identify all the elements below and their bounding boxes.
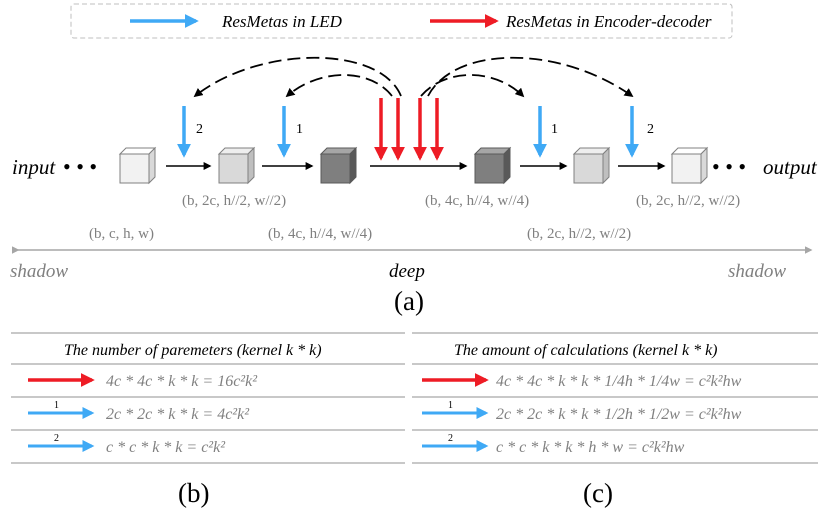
table-c-row-2-formula: 2c * 2c * k * k * 1/2h * 1/2w = c²k²hw bbox=[496, 406, 742, 423]
table-c-header: The amount of calculations (kernel k * k… bbox=[454, 342, 718, 359]
output-dots: • • • bbox=[712, 154, 746, 179]
cube-4-front bbox=[474, 153, 505, 184]
legend-box bbox=[70, 3, 733, 39]
shape-labels: (b, c, h, w) (b, 2c, h//2, w//2) (b, 4c,… bbox=[89, 193, 740, 242]
table-c-rules bbox=[412, 332, 818, 464]
skip-arc-outer-left bbox=[193, 56, 402, 98]
shape-label-6: (b, 2c, h//2, w//2) bbox=[636, 193, 740, 209]
depth-label-left: shadow bbox=[10, 261, 68, 282]
output-label: output bbox=[763, 155, 818, 179]
table-b-row-2-number: 1 bbox=[54, 400, 59, 411]
cube-1 bbox=[118, 146, 157, 185]
cube-5 bbox=[572, 146, 611, 185]
led-arrows bbox=[177, 106, 639, 158]
shape-label-3: (b, 4c, h//4, w//4) bbox=[268, 226, 372, 242]
input-dots: • • • bbox=[63, 154, 97, 179]
table-c-row-3-number: 2 bbox=[448, 433, 453, 444]
table-b-header: The number of paremeters (kernel k * k) bbox=[64, 342, 322, 359]
table-b: The number of paremeters (kernel k * k) … bbox=[11, 332, 405, 464]
skip-arc-inner-right bbox=[420, 74, 525, 98]
table-b-row-3-formula: c * c * k * k = c²k² bbox=[106, 439, 226, 456]
shape-label-5: (b, 2c, h//2, w//2) bbox=[527, 226, 631, 242]
legend: ResMetas in LED ResMetas in Encoder-deco… bbox=[70, 3, 733, 39]
table-c-row-2-number: 1 bbox=[448, 400, 453, 411]
cube-3-side bbox=[349, 146, 357, 185]
table-c-row-1-formula: 4c * 4c * k * k * 1/4h * 1/4w = c²k²hw bbox=[496, 373, 742, 390]
input-label: input bbox=[12, 155, 56, 179]
cube-2-front bbox=[218, 153, 249, 184]
cube-3-front bbox=[320, 153, 351, 184]
table-c: The amount of calculations (kernel k * k… bbox=[412, 332, 818, 464]
led-arrow-1-left-number: 1 bbox=[296, 122, 303, 137]
skip-arc-inner-left bbox=[285, 74, 393, 98]
skip-connections bbox=[193, 56, 634, 98]
cube-5-front bbox=[573, 153, 604, 184]
shape-label-1: (b, c, h, w) bbox=[89, 226, 154, 242]
caption-c: (c) bbox=[583, 478, 613, 508]
cube-5-side bbox=[602, 146, 610, 185]
cube-6 bbox=[670, 146, 709, 185]
cube-6-front bbox=[671, 153, 702, 184]
table-b-rules bbox=[11, 332, 405, 464]
caption-b: (b) bbox=[178, 478, 209, 508]
encdec-arrows bbox=[374, 98, 444, 161]
cube-6-side bbox=[700, 146, 708, 185]
skip-arc-outer-right bbox=[427, 56, 634, 98]
legend-led-label: ResMetas in LED bbox=[221, 12, 343, 31]
cube-1-front bbox=[119, 153, 150, 184]
cube-4 bbox=[473, 146, 512, 185]
cube-1-side bbox=[148, 146, 156, 185]
led-arrow-1-right-number: 1 bbox=[551, 122, 558, 137]
cube-2 bbox=[217, 146, 256, 185]
led-arrow-2-left-number: 2 bbox=[196, 122, 203, 137]
depth-axis: shadow deep shadow bbox=[10, 246, 813, 282]
cube-3 bbox=[319, 146, 358, 185]
depth-label-center: deep bbox=[389, 261, 425, 282]
table-c-row-3-formula: c * c * k * k * h * w = c²k²hw bbox=[496, 439, 685, 456]
table-b-row-1-formula: 4c * 4c * k * k = 16c²k² bbox=[106, 373, 258, 390]
depth-label-right: shadow bbox=[728, 261, 786, 282]
led-arrow-2-right-number: 2 bbox=[647, 122, 654, 137]
legend-encdec-label: ResMetas in Encoder-decoder bbox=[505, 12, 712, 31]
caption-a: (a) bbox=[394, 286, 424, 316]
cube-2-side bbox=[247, 146, 255, 185]
shape-label-4: (b, 4c, h//4, w//4) bbox=[425, 193, 529, 209]
cube-4-side bbox=[503, 146, 511, 185]
table-b-row-3-number: 2 bbox=[54, 433, 59, 444]
shape-label-2: (b, 2c, h//2, w//2) bbox=[182, 193, 286, 209]
table-b-row-2-formula: 2c * 2c * k * k = 4c²k² bbox=[106, 406, 250, 423]
